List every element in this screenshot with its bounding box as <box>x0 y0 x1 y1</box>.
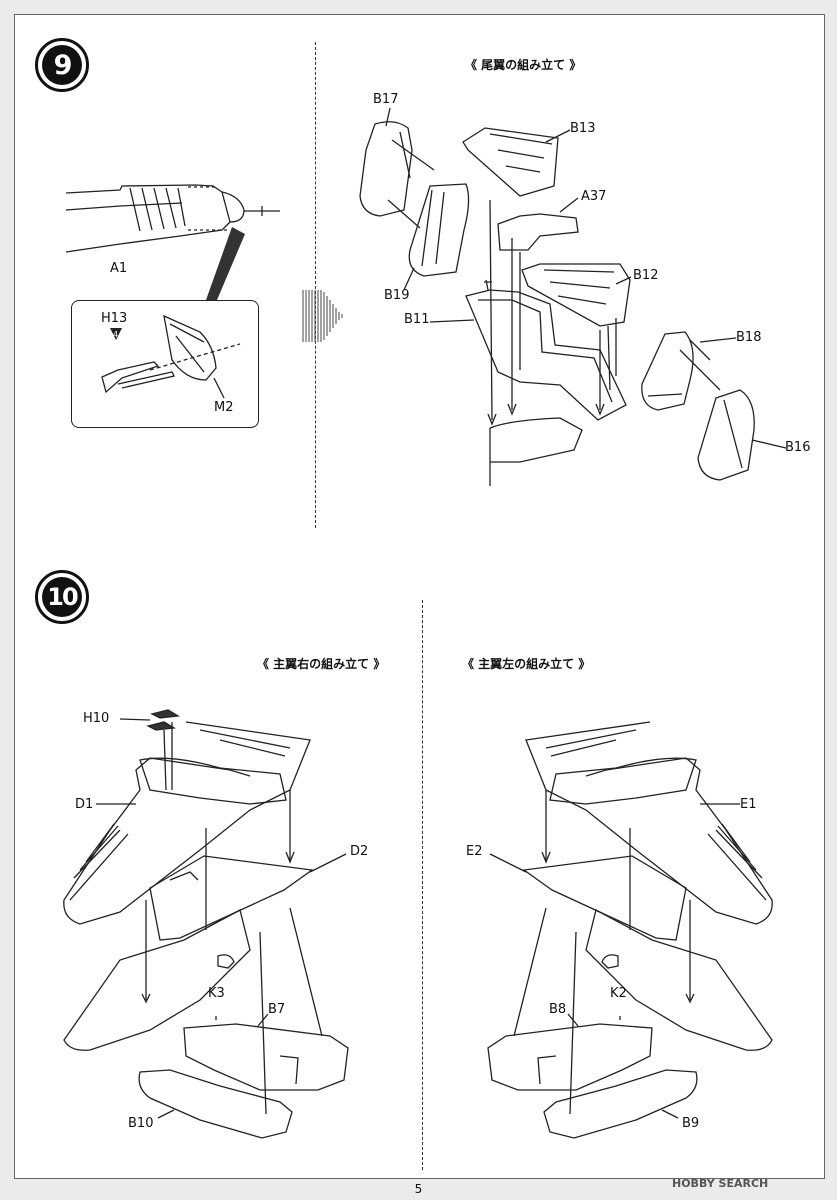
label-h13-quantity: 4 <box>113 330 119 339</box>
left-wing-drawing <box>488 722 772 1138</box>
left-wing-assembly-title: 《 主翼左の組み立て 》 <box>462 657 591 671</box>
label-a37: A37 <box>581 189 607 204</box>
label-h13: H13 <box>101 311 128 326</box>
label-d2: D2 <box>350 844 369 859</box>
label-b13: B13 <box>570 121 596 136</box>
label-b7: B7 <box>268 1002 286 1017</box>
watermark: HOBBY SEARCH <box>672 1177 769 1190</box>
label-b16: B16 <box>785 440 811 455</box>
label-a1: A1 <box>110 261 128 276</box>
page-number: 5 <box>414 1182 423 1196</box>
label-d1: D1 <box>75 797 94 812</box>
step-9-divider <box>315 42 316 528</box>
label-b17: B17 <box>373 92 399 107</box>
label-b12: B12 <box>633 268 659 283</box>
label-k2: K2 <box>610 986 627 1001</box>
step-9-flow-arrow <box>303 290 342 342</box>
label-b9: B9 <box>682 1116 700 1131</box>
label-k3: K3 <box>208 986 225 1001</box>
label-b18: B18 <box>736 330 762 345</box>
tail-assembly-title: 《 尾翼の組み立て 》 <box>465 58 582 72</box>
label-b11: B11 <box>404 312 430 327</box>
right-wing-drawing <box>64 710 348 1138</box>
step-10-divider <box>422 600 423 1170</box>
label-m2: M2 <box>214 400 234 415</box>
step-9-number: 9 <box>42 45 82 85</box>
step-10-badge: 10 <box>35 570 89 624</box>
fuselage-a1-drawing <box>66 185 280 300</box>
right-wing-assembly-title: 《 主翼右の組み立て 》 <box>257 657 386 671</box>
label-h10: H10 <box>83 711 110 726</box>
step-9-badge: 9 <box>35 38 89 92</box>
label-e2: E2 <box>466 844 483 859</box>
label-e1: E1 <box>740 797 757 812</box>
tail-exploded-drawing <box>360 108 786 486</box>
label-b10: B10 <box>128 1116 154 1131</box>
label-b19: B19 <box>384 288 410 303</box>
step-10-number: 10 <box>42 577 82 617</box>
label-b8: B8 <box>549 1002 567 1017</box>
